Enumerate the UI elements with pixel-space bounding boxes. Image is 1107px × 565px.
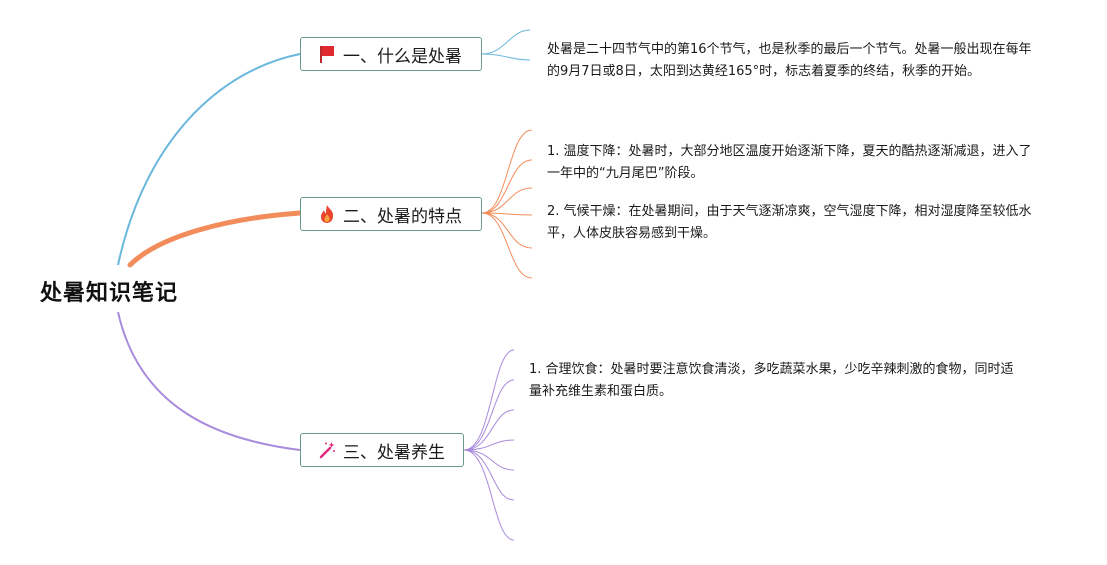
branch-1-sub-line (481, 53, 531, 61)
branch-3-sub-line (463, 449, 515, 471)
branch-3-sub-line (463, 439, 515, 451)
topic-label: 一、什么是处暑 (343, 46, 462, 67)
branch-1-sub-line (481, 29, 531, 55)
branch-3-line (117, 311, 301, 451)
magic-wand-icon (317, 440, 337, 460)
topic-chushu-health[interactable]: 三、处暑养生 (300, 433, 464, 467)
red-flag-icon (317, 44, 337, 64)
mindmap-root-title[interactable]: 处暑知识笔记 (40, 281, 179, 306)
topic-label: 二、处暑的特点 (343, 206, 462, 227)
topic-label: 三、处暑养生 (343, 442, 445, 463)
branch-3-sub-line (463, 379, 515, 451)
fire-icon (317, 204, 337, 224)
branch-3-sub-line (463, 449, 515, 501)
branch-2-sub-line (481, 212, 533, 279)
topic-chushu-features[interactable]: 二、处暑的特点 (300, 197, 482, 231)
branch-1-line (117, 53, 301, 266)
note-feature-temperature[interactable]: 1. 温度下降：处暑时，大部分地区温度开始逐渐下降，夏天的酷热逐渐减退，进入了一… (547, 144, 1032, 181)
branch-2-sub-line (481, 159, 533, 214)
branch-2-line (127, 210, 303, 268)
branch-3-sub-line (463, 349, 515, 451)
note-health-diet[interactable]: 1. 合理饮食：处暑时要注意饮食清淡，多吃蔬菜水果，少吃辛辣刺激的食物，同时适量… (529, 362, 1014, 399)
branch-3-sub-line (463, 409, 515, 451)
note-feature-dry-climate[interactable]: 2. 气候干燥：在处暑期间，由于天气逐渐凉爽，空气湿度下降，相对湿度降至较低水平… (547, 204, 1032, 241)
branch-2-sub-line (481, 129, 533, 214)
topic-what-is-chushu[interactable]: 一、什么是处暑 (300, 37, 482, 71)
branch-2-sub-line (481, 212, 533, 249)
branch-2-sub-line (481, 187, 533, 214)
note-what-is-chushu[interactable]: 处暑是二十四节气中的第16个节气，也是秋季的最后一个节气。处暑一般出现在每年的9… (547, 42, 1032, 79)
branch-2-sub-line (481, 212, 533, 216)
branch-3-sub-line (463, 449, 515, 541)
